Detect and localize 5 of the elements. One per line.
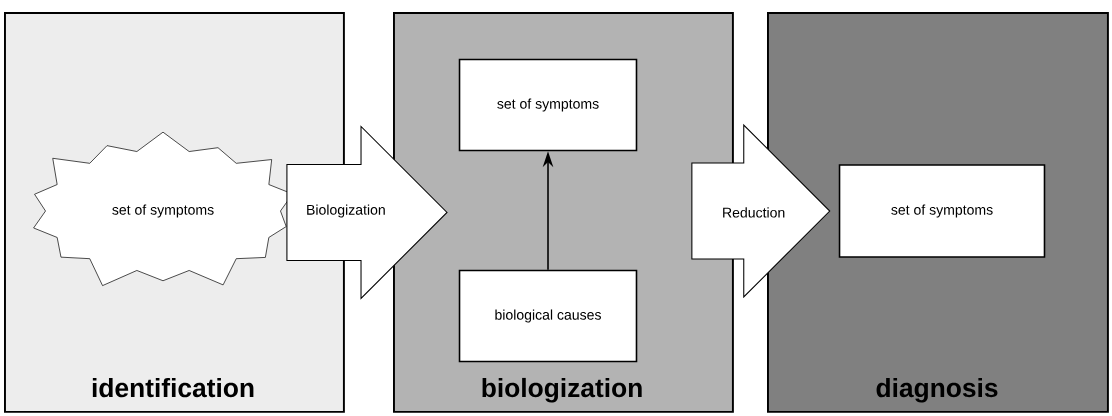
text-box: set of symptoms: [458, 58, 638, 152]
block-arrow: [691, 123, 831, 299]
text-box: biological causes: [458, 269, 638, 363]
text-box: set of symptoms: [838, 164, 1046, 258]
block-arrow: [286, 125, 448, 300]
